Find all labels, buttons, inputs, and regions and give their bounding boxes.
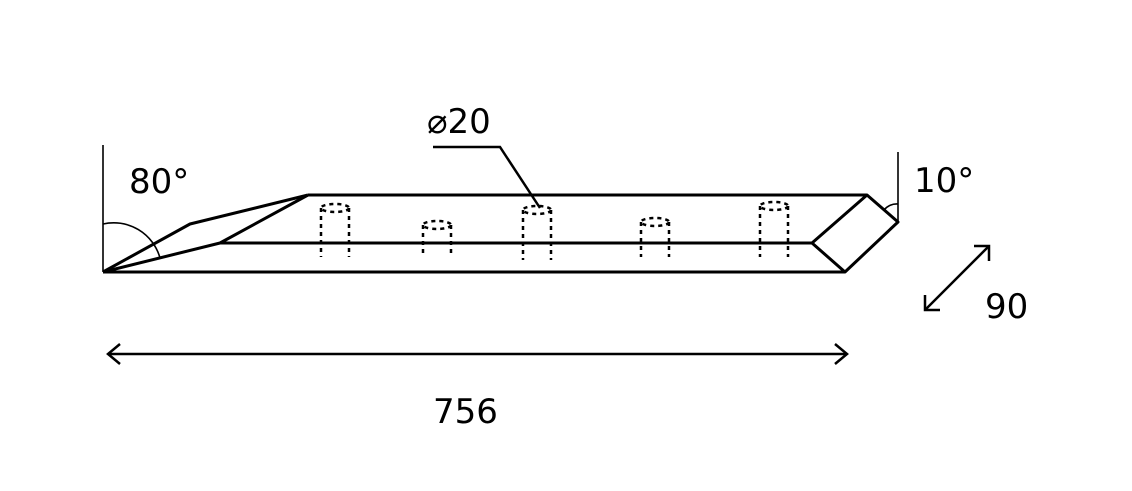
diameter-label: ⌀20 <box>427 102 491 142</box>
bevel-upper <box>102 193 309 274</box>
hidden-hole <box>421 219 453 257</box>
width-arrow-bottom <box>923 295 940 312</box>
angle-arc-right <box>883 203 899 211</box>
width-label: 90 <box>985 287 1029 327</box>
hidden-hole <box>639 216 671 257</box>
hidden-hole <box>758 200 790 257</box>
width-dimension-line <box>924 245 990 311</box>
angle-label-right: 10° <box>914 161 975 201</box>
angle-label-left: 80° <box>129 162 190 202</box>
length-label: 756 <box>433 392 498 432</box>
diameter-leader <box>433 145 542 209</box>
bevel-lower <box>102 193 309 274</box>
hidden-hole <box>319 202 351 257</box>
length-arrow-left <box>106 343 121 365</box>
top-edge <box>103 193 900 274</box>
angle-arc-left <box>102 221 161 259</box>
width-arrow-top <box>974 244 991 261</box>
length-arrow-right <box>834 343 849 365</box>
end-face <box>810 193 868 274</box>
hidden-hole <box>521 204 553 260</box>
